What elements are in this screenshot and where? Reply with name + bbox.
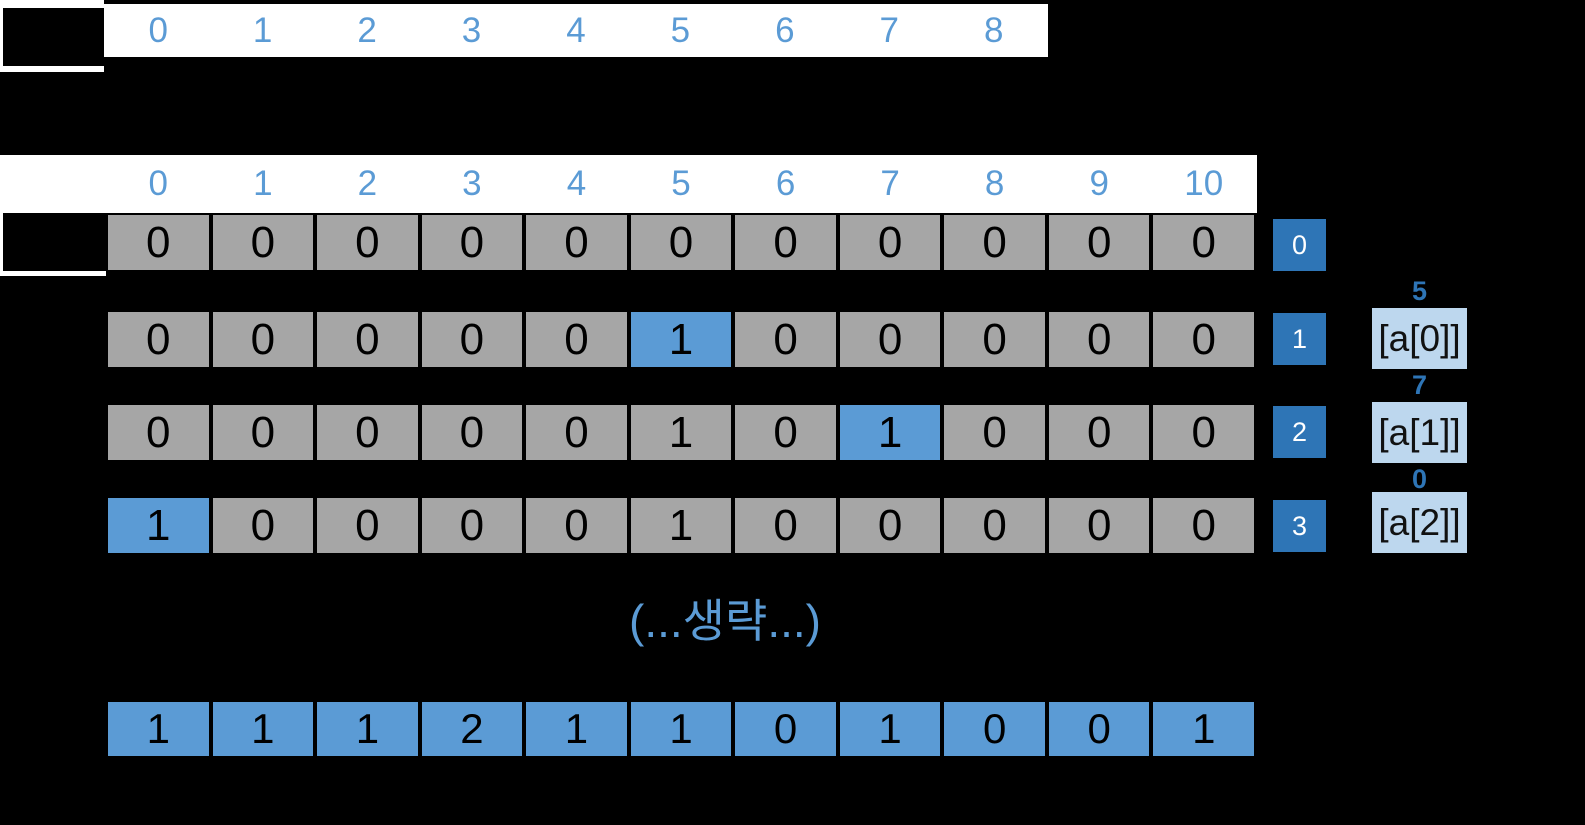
annotation-value: 7: [1411, 370, 1428, 400]
final-count-row: 1 1 1 2 1 1 0 1 0 0 1: [106, 700, 1257, 758]
index-label: 4: [566, 164, 587, 203]
final-cell: 1: [1151, 700, 1257, 758]
index-label: 9: [1089, 164, 1109, 203]
count-cell: 1: [106, 496, 211, 555]
count-label-box: [0, 213, 106, 276]
index-label: 2: [357, 10, 377, 50]
final-cell: 0: [1046, 700, 1152, 758]
index-label: 0: [148, 164, 168, 203]
count-cell: 1: [628, 496, 734, 555]
count-row-2: 0 0 0 0 0 1 0 1 0 0 0: [106, 403, 1257, 462]
final-cell: 1: [106, 700, 211, 758]
final-cell: 1: [628, 700, 734, 758]
count-cell: 0: [210, 310, 316, 369]
index-label: 6: [775, 164, 796, 203]
count-cell: 0: [942, 496, 1047, 555]
count-cell: 0: [419, 403, 525, 462]
count-cell: 0: [942, 213, 1047, 272]
count-cell: 0: [837, 213, 943, 272]
array-a-label-box: [0, 0, 104, 72]
count-cell: 0: [524, 213, 629, 272]
count-cell: 0: [315, 403, 420, 462]
count-cell: 0: [733, 310, 838, 369]
count-cell: 0: [106, 213, 211, 272]
count-cell: 0: [1046, 496, 1152, 555]
count-cell: 0: [733, 496, 838, 555]
count-cell: 0: [1046, 213, 1152, 272]
index-label: 5: [670, 10, 691, 50]
count-cell: 0: [524, 310, 629, 369]
annotation-value: 5: [1411, 276, 1428, 306]
count-cell: 0: [733, 213, 838, 272]
index-labels-array-a: 0 1 2 3 4 5 6 7 8: [106, 4, 1046, 57]
count-cell: 0: [524, 403, 629, 462]
annotation-ref-box: [a[0]]: [1372, 308, 1467, 369]
final-cell: 1: [315, 700, 420, 758]
count-cell: 0: [837, 496, 943, 555]
index-label: 5: [671, 164, 691, 203]
index-label: 4: [566, 10, 586, 50]
step-badge: 1: [1273, 313, 1326, 365]
count-cell: 0: [733, 403, 838, 462]
index-label: 7: [879, 10, 900, 50]
index-label: 1: [252, 10, 273, 50]
count-cell: 0: [628, 213, 734, 272]
count-row-1: 0 0 0 0 0 1 0 0 0 0 0: [106, 310, 1257, 369]
index-label: 0: [148, 10, 168, 50]
index-label: 8: [983, 10, 1004, 50]
count-cell: 0: [315, 310, 420, 369]
index-bar-array-a: [0, 4, 1048, 57]
index-label: 1: [253, 164, 273, 203]
count-cell: 0: [1151, 213, 1257, 272]
index-label: 10: [1184, 164, 1224, 203]
count-cell: 0: [419, 496, 525, 555]
index-labels-count: 0 1 2 3 4 5 6 7 8 9 10: [106, 155, 1256, 213]
count-cell: 1: [837, 403, 943, 462]
annotation-value: 0: [1411, 464, 1428, 494]
final-cell: 2: [419, 700, 525, 758]
annotation-ref-box: [a[2]]: [1372, 492, 1467, 553]
index-label: 2: [357, 164, 378, 203]
count-cell: 0: [419, 310, 525, 369]
count-cell: 0: [315, 213, 420, 272]
count-cell: 0: [1046, 403, 1152, 462]
index-label: 8: [984, 164, 1005, 203]
annotation-ref-box: [a[1]]: [1372, 402, 1467, 463]
index-label: 6: [775, 10, 795, 50]
step-badge: 3: [1273, 500, 1326, 552]
omission-label: (...생략...): [629, 595, 821, 647]
index-label: 7: [880, 164, 900, 203]
index-bar-count: [0, 155, 1257, 213]
count-cell: 0: [1151, 403, 1257, 462]
step-badge: 0: [1273, 219, 1326, 271]
final-cell: 1: [837, 700, 943, 758]
step-badge: 2: [1273, 406, 1326, 458]
final-cell: 1: [210, 700, 316, 758]
count-cell: 0: [106, 403, 211, 462]
count-cell: 0: [524, 496, 629, 555]
count-cell: 0: [837, 310, 943, 369]
count-cell: 0: [210, 213, 316, 272]
index-label: 3: [461, 10, 482, 50]
count-row-3: 1 0 0 0 0 1 0 0 0 0 0: [106, 496, 1257, 555]
final-cell: 1: [524, 700, 629, 758]
count-cell: 0: [419, 213, 525, 272]
count-cell: 0: [315, 496, 420, 555]
index-label: 3: [462, 164, 482, 203]
final-cell: 0: [942, 700, 1047, 758]
count-cell: 0: [1151, 310, 1257, 369]
count-row-0: 0 0 0 0 0 0 0 0 0 0 0: [106, 213, 1257, 272]
count-cell: 0: [106, 310, 211, 369]
count-cell: 0: [1046, 310, 1152, 369]
count-cell: 1: [628, 403, 734, 462]
count-cell: 0: [942, 310, 1047, 369]
count-cell: 1: [628, 310, 734, 369]
final-cell: 0: [733, 700, 838, 758]
count-cell: 0: [210, 403, 316, 462]
count-cell: 0: [942, 403, 1047, 462]
count-cell: 0: [210, 496, 316, 555]
count-cell: 0: [1151, 496, 1257, 555]
